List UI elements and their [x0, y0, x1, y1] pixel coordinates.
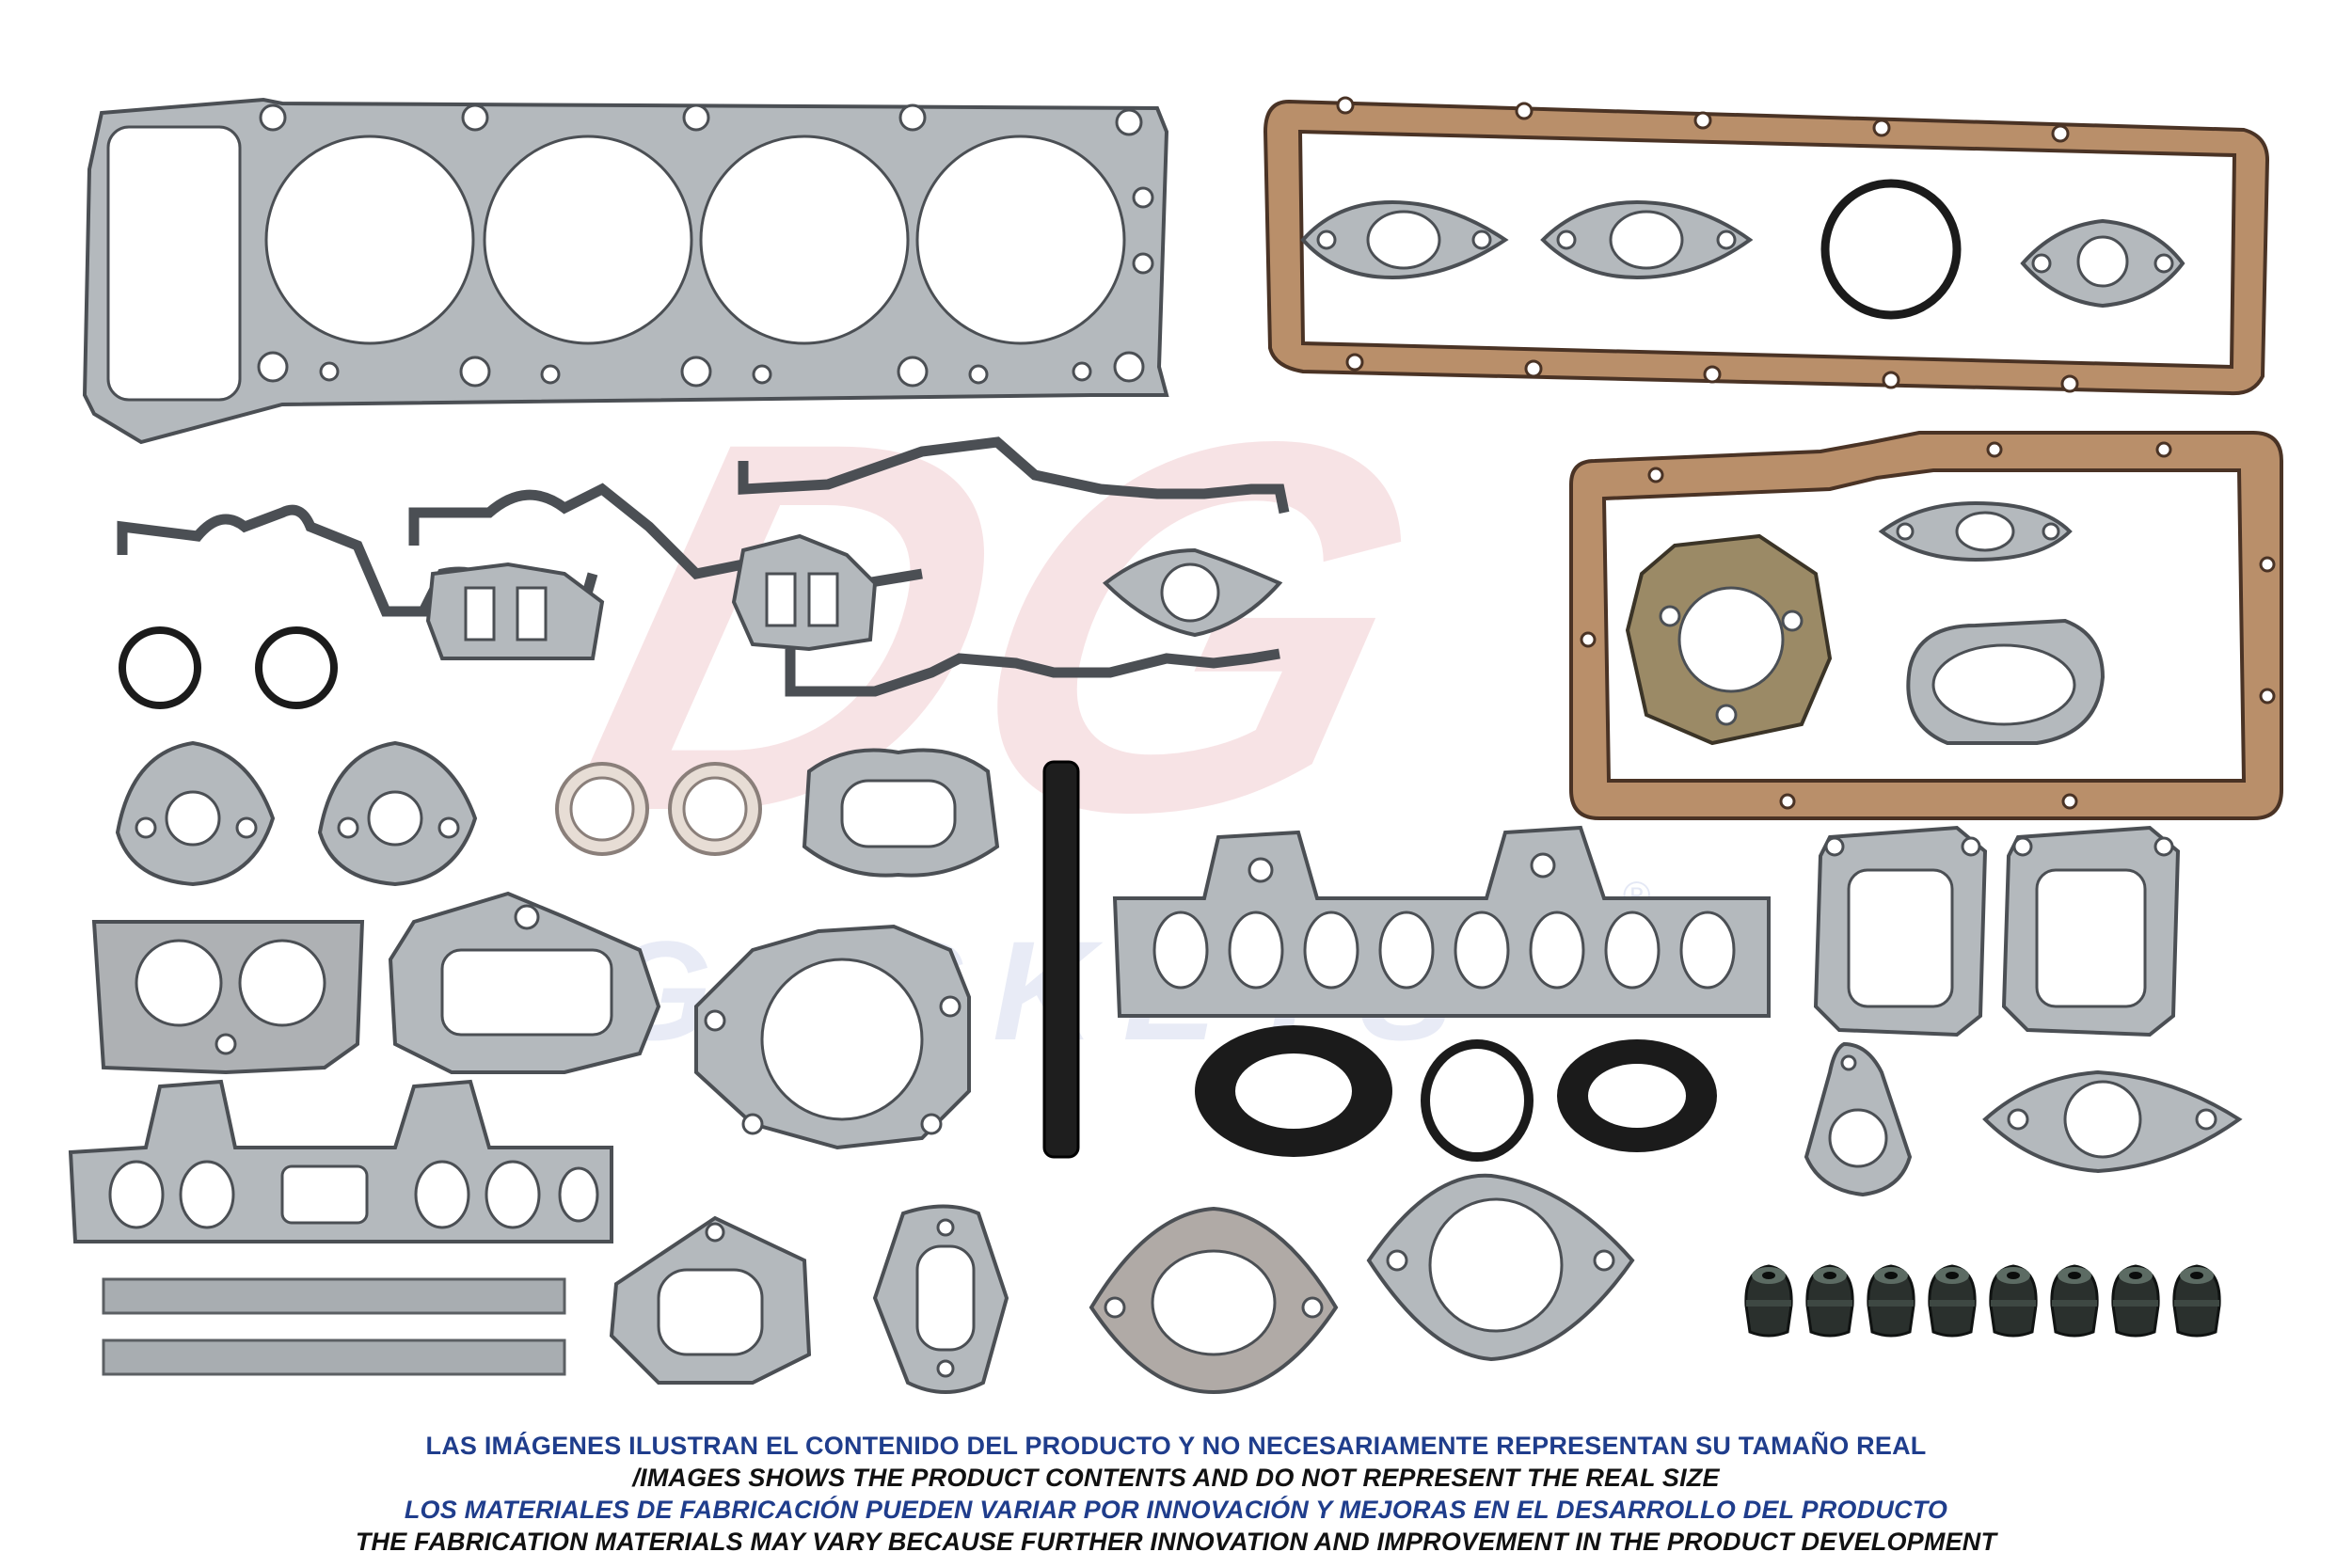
timing-cover-gasket-3 [738, 436, 1290, 515]
crankshaft-seal-large [1195, 1025, 1392, 1157]
intake-ports [1152, 911, 1736, 990]
valve-cover-gasket [1263, 96, 2270, 396]
flange-gasket-small [2020, 218, 2185, 309]
valve-stem-seal [1989, 1264, 2038, 1338]
oil-pickup-gasket [1906, 618, 2106, 745]
oil-pump-gasket [1625, 533, 1833, 746]
disclaimer-line-4: THE FABRICATION MATERIALS MAY VARY BECAU… [355, 1528, 1997, 1556]
cylinder-head-gasket [82, 97, 1169, 445]
valve-stem-seal [1867, 1264, 1915, 1338]
disclaimer: LAS IMÁGENES ILUSTRAN EL CONTENIDO DEL P… [0, 1430, 2352, 1558]
o-ring-small-1 [119, 626, 201, 709]
watermark-brand: DG [532, 332, 1470, 921]
distributor-gasket [1804, 1041, 1913, 1197]
heater-pipe-gasket [872, 1204, 1009, 1394]
rocker-gasket-1 [1813, 825, 1988, 1037]
o-ring-large [1820, 179, 1962, 320]
water-pump-gasket [694, 924, 971, 1150]
valve-cover-bolt-holes [1336, 96, 2079, 393]
valve-stem-seal [1928, 1264, 1977, 1338]
shim-strip-1 [102, 1277, 566, 1315]
flange-gasket-oval-1 [1300, 199, 1509, 280]
exhaust-manifold-gasket [68, 1079, 613, 1243]
egr-gasket [1982, 1069, 2243, 1174]
timing-cover-gasket-4 [785, 648, 1280, 697]
valve-stem-seal [2111, 1264, 2160, 1338]
fuel-pump-gasket-1 [115, 740, 276, 887]
rocker-gasket-2 [2001, 825, 2181, 1037]
exhaust-pipe-gasket [1089, 1206, 1339, 1395]
thermostat-gasket [1366, 1173, 1635, 1362]
o-ring-medium [1421, 1039, 1534, 1162]
oil-strainer-gasket [1878, 500, 2073, 562]
disclaimer-line-2: /IMAGES SHOWS THE PRODUCT CONTENTS AND D… [632, 1464, 1720, 1492]
dipstick-tube-seal [1042, 760, 1080, 1159]
thermostat-housing-gasket [802, 748, 1000, 878]
valve-stem-seal [1744, 1264, 1793, 1338]
timing-cover-gasket-1 [117, 504, 605, 660]
crush-washer-1 [555, 762, 649, 856]
camshaft-seal [1557, 1039, 1717, 1152]
exhaust-gasket [91, 920, 365, 1075]
timing-cover-gasket-2 [408, 483, 923, 652]
fuel-pump-gasket-2 [317, 740, 478, 887]
o-ring-small-2 [255, 626, 338, 709]
disclaimer-line-1: LAS IMÁGENES ILUSTRAN EL CONTENIDO DEL P… [425, 1432, 1927, 1460]
shim-strip-2 [102, 1338, 566, 1376]
head-gasket-bolt-holes [257, 103, 1154, 388]
crush-washer-2 [668, 762, 762, 856]
intake-manifold-gasket [1112, 825, 1771, 1018]
valve-stem-seals [1744, 1264, 2221, 1338]
water-outlet-gasket [1102, 547, 1283, 638]
valve-stem-seal [2172, 1264, 2221, 1338]
oil-pan-gasket [1569, 431, 2283, 820]
carburetor-base-gasket [609, 1215, 812, 1385]
valve-stem-seal [1805, 1264, 1854, 1338]
flange-gasket-oval-2 [1540, 199, 1754, 280]
disclaimer-line-3: LOS MATERIALES DE FABRICACIÓN PUEDEN VAR… [404, 1496, 1948, 1524]
water-pump-housing-gasket [388, 891, 661, 1074]
valve-stem-seal [2050, 1264, 2099, 1338]
exhaust-ports [108, 1160, 599, 1229]
